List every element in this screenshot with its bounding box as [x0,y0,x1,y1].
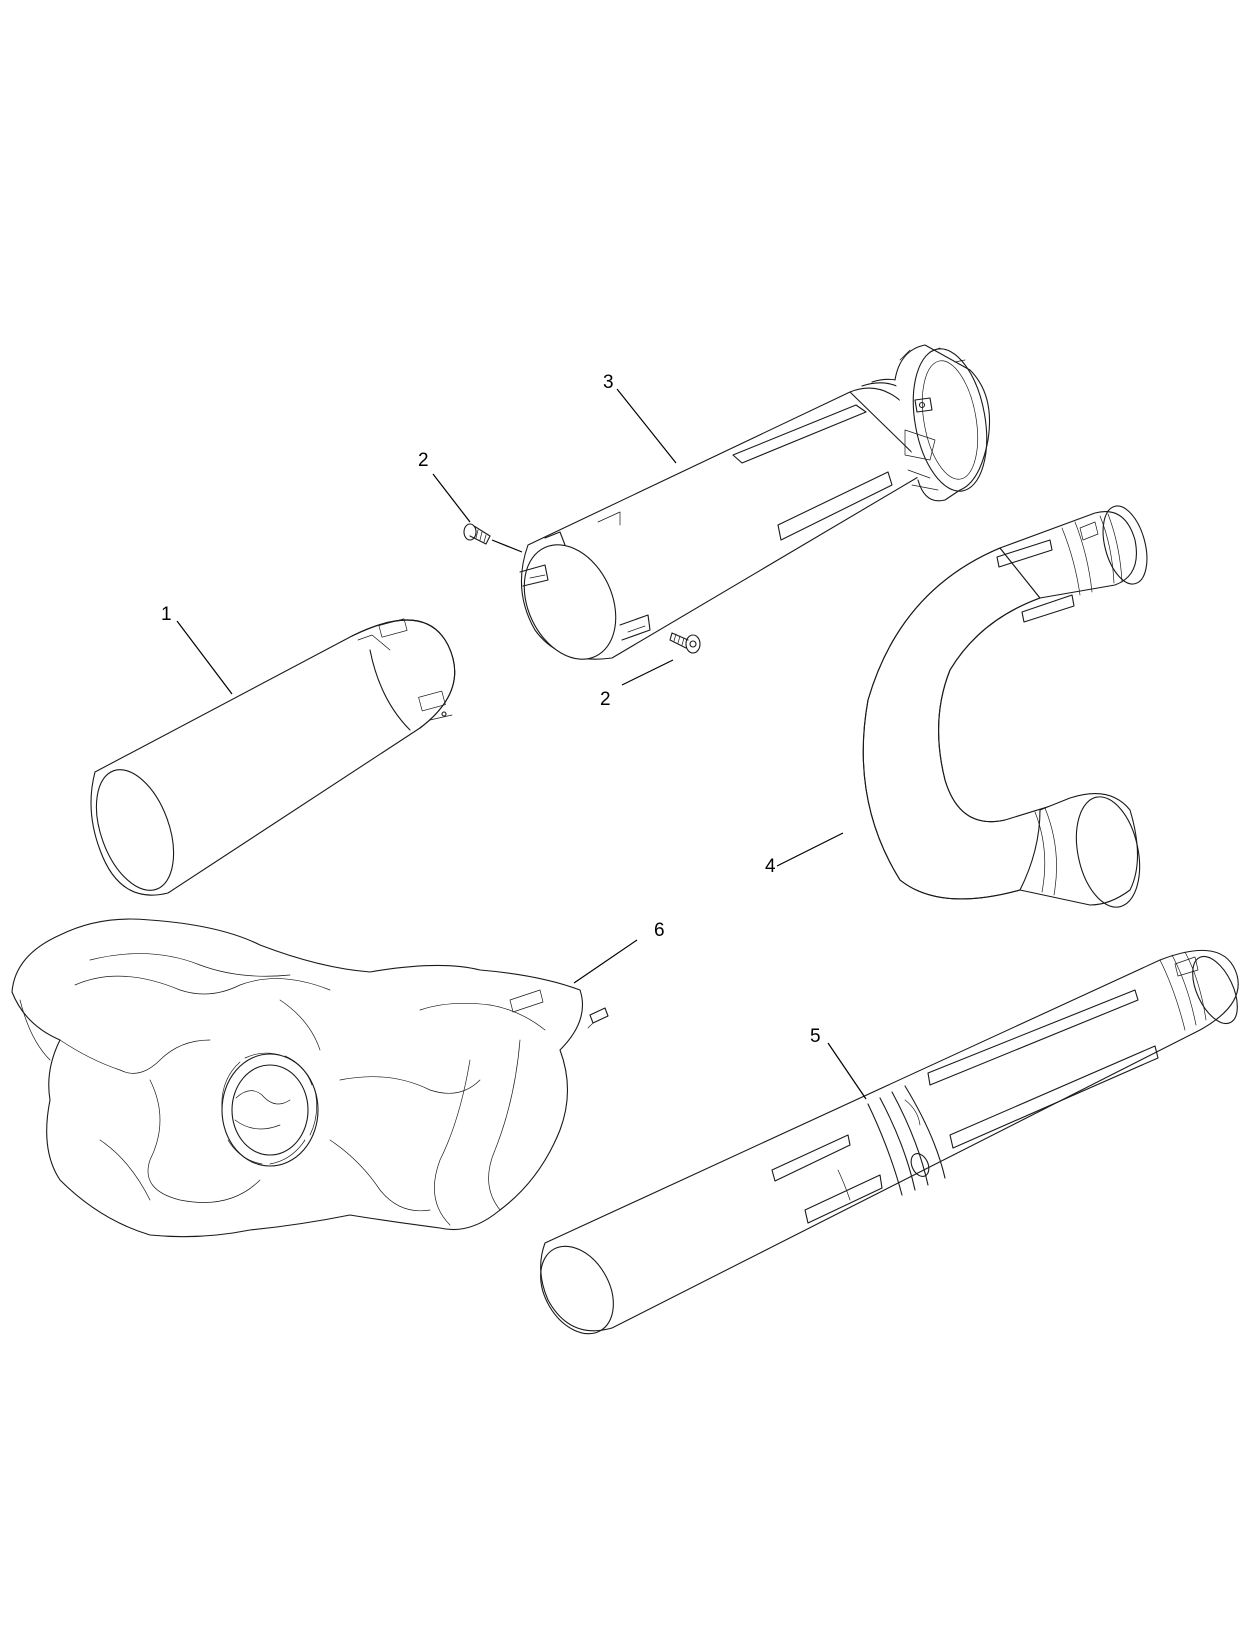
callout-2-lower: 2 [600,689,611,710]
part-1-nozzle-tube [90,618,456,896]
part-2-screw-lower [669,632,701,654]
part-5-long-tube [540,949,1239,1335]
part-4-elbow-tube [862,505,1148,908]
callout-1: 1 [161,604,172,625]
leader-2a [432,473,471,523]
callout-5: 5 [810,1026,821,1047]
leader-5 [827,1042,867,1100]
part-3-blower-tube [519,344,991,660]
callout-labels: 1 2 2 3 4 5 6 [161,372,821,1047]
part-2-screw-upper [463,523,491,545]
callout-3: 3 [603,372,614,393]
callout-2-upper: 2 [418,450,429,471]
leader-2a-extension [491,539,523,553]
leader-4 [776,832,844,867]
leader-lines [176,388,867,1100]
leader-6 [573,939,638,984]
leader-2b [621,659,674,686]
callout-6: 6 [654,920,665,941]
callout-4: 4 [765,856,776,877]
leader-1 [176,620,233,695]
leader-3 [616,388,677,464]
part-6-collection-bag [11,918,609,1238]
